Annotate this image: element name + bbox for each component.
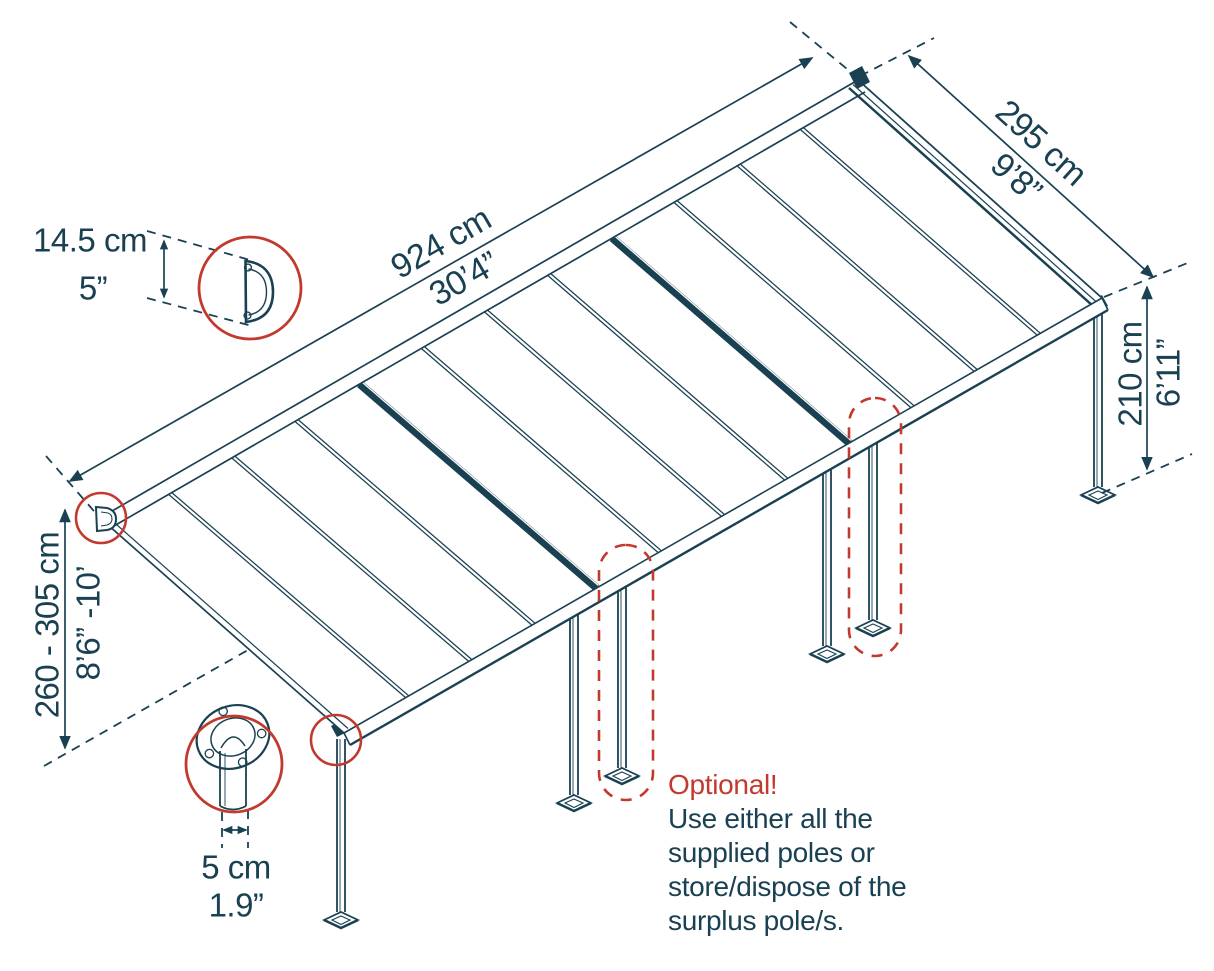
roof [99,66,1109,747]
dimension-arrows [59,54,1155,835]
dimension-arrow-length [68,57,814,482]
label-clearance-right-metric: 210 cm [1111,321,1149,427]
label-profile-height-metric: 14.5 cm [33,221,147,259]
callout-circle-wall-corner [74,491,128,545]
callout-circle-pole-bracket [309,713,363,767]
pole-front-left [322,739,360,930]
optional-note-line: supplied poles or [668,837,875,868]
optional-note-title: Optional! [668,769,778,800]
gutter-beam [343,297,1109,747]
wall-corner-profile-end [94,505,118,533]
ext-ground-line [43,649,249,767]
ext-length-left [45,455,101,519]
pole-middle-right-optional [603,581,641,786]
pole-right-corner [1079,308,1117,505]
optional-note-line: surplus pole/s. [668,905,845,936]
corner-bracket [849,66,870,89]
pole-middle-left [555,608,593,813]
label-clearance-right-imperial: 6’11” [1149,338,1187,408]
ext-length-right [789,21,859,79]
ext-depth-top [859,37,935,77]
dimension-arrow-depth [907,54,1155,279]
pole-flange-detail [195,704,271,811]
ext-height-right-bottom [1101,453,1193,494]
optional-note-line: store/dispose of the [668,871,907,902]
red-callouts [74,235,903,814]
roof-left-edge [99,513,349,734]
label-clearance-left-imperial: 8’6” -10’ [69,565,107,681]
optional-pole-highlight-middle [597,543,655,802]
optional-note-line: Use either all the [668,803,873,834]
beam-profile-detail [243,259,275,324]
optional-note: Optional! Use either all the supplied po… [668,768,907,938]
pole-right-right-optional [854,436,892,638]
label-pole-diameter-metric: 5 cm [201,848,271,886]
ext-profile-top [146,230,251,261]
label-pole-diameter-imperial: 1.9” [208,886,264,924]
ext-profile-bottom [146,297,253,327]
callout-circle-pole-flange [184,714,284,814]
callout-circle-beam-profile [197,235,303,341]
pole-right-left [808,462,846,664]
label-clearance-left-metric: 260 - 305 cm [28,531,66,719]
label-profile-height-imperial: 5” [78,269,108,307]
optional-pole-highlight-right [847,396,903,658]
